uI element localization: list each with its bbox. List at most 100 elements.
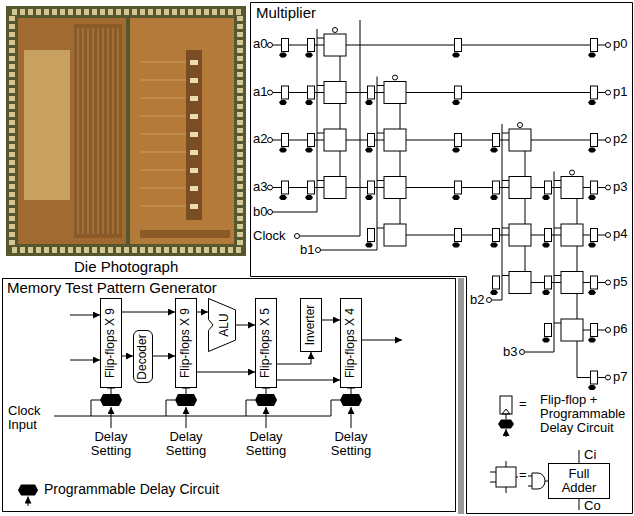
signal-name: Delay Setting [86, 430, 136, 459]
bond-pad [237, 232, 243, 237]
delay-circuit-symbol [588, 195, 596, 200]
output-arrow [362, 340, 402, 341]
bond-pad [196, 9, 201, 15]
bond-pad [28, 9, 33, 15]
flip-flop-symbol [368, 134, 375, 147]
bond-pad [108, 247, 113, 253]
node-label: Decoder [136, 334, 149, 379]
delay-circuit-symbol [490, 195, 498, 200]
bond-pad [9, 48, 15, 53]
flip-flop-symbol [591, 39, 598, 52]
bond-pad [140, 9, 145, 15]
pin-circle [520, 350, 525, 355]
signal-name: Clock Input [8, 404, 50, 433]
bond-pad [124, 9, 129, 15]
flip-flop-symbol [368, 229, 375, 242]
delay-arrow [186, 407, 187, 428]
flip-flop-symbol [545, 229, 552, 242]
b-stub [317, 85, 324, 86]
die-trace [108, 28, 109, 234]
b-stub [317, 38, 324, 39]
equals-sign: = [519, 397, 527, 411]
b-stub [554, 180, 561, 181]
bond-pad [60, 247, 65, 253]
flip-flop-symbol [455, 86, 462, 99]
signal-name: p1 [613, 85, 627, 99]
clock-branch [166, 400, 175, 416]
flip-flop-bank: Flip-flops X 5 [255, 298, 277, 388]
flip-flop-symbol [591, 86, 598, 99]
bond-pad [237, 40, 243, 45]
wire [528, 476, 532, 477]
bond-pad [180, 9, 185, 15]
pin-circle [606, 90, 611, 95]
signal-name: p3 [613, 180, 627, 194]
die-pad [190, 150, 198, 155]
flip-flop-symbol [545, 181, 552, 194]
port-tick [506, 487, 507, 493]
flip-flop-symbol [591, 276, 598, 289]
generator-panel: Memory Test Pattern GeneratorFlip-flops … [2, 278, 456, 512]
die-trace [140, 80, 186, 81]
alu-shape: ALU [208, 298, 236, 352]
signal-name: p0 [613, 37, 627, 51]
bond-pad [68, 9, 73, 15]
pin-circle [268, 90, 273, 95]
pin-circle [606, 233, 611, 238]
wire [506, 414, 507, 420]
flip-flop-symbol [282, 39, 289, 52]
bond-pad [164, 247, 169, 253]
bond-pad [237, 240, 243, 245]
die-trace [93, 28, 94, 234]
bond-pad [164, 9, 169, 15]
delay-circuit-symbol [542, 290, 550, 295]
bond-pad [237, 176, 243, 181]
bond-pad [9, 192, 15, 197]
flip-flop-symbol [455, 39, 462, 52]
flip-flop-symbol [308, 86, 315, 99]
delay-circuit-symbol [340, 394, 362, 406]
wire [111, 388, 112, 394]
delay-circuit-symbol [542, 243, 550, 248]
die-trace [98, 28, 99, 234]
bond-pad [132, 9, 137, 15]
die-trace [140, 170, 186, 171]
bond-pad [212, 9, 217, 15]
signal-name: p5 [613, 275, 627, 289]
bond-pad [9, 216, 15, 221]
carry-wire [525, 246, 526, 272]
wire [528, 486, 532, 487]
bond-pad [36, 9, 41, 15]
bond-pad [237, 48, 243, 53]
pin-circle [606, 138, 611, 143]
connector [277, 352, 311, 364]
delay-circuit-symbol [588, 148, 596, 153]
node-label: ALU [218, 313, 231, 336]
bond-pad [9, 80, 15, 85]
bond-pad [76, 247, 81, 253]
adder-cell [509, 177, 531, 199]
bond-pad [9, 136, 15, 141]
bond-pad [204, 9, 209, 15]
flip-flop-symbol [308, 181, 315, 194]
bond-pad [9, 144, 15, 149]
bond-pad [68, 247, 73, 253]
bond-pad [36, 247, 41, 253]
decoder-box: Decoder [133, 330, 153, 383]
alu-outline [209, 299, 236, 352]
die-trace [140, 152, 186, 153]
multiplier-panel: MultiplierFull Adder [250, 2, 633, 514]
signal-name: b0 [253, 205, 267, 219]
signal-name: b2 [470, 293, 484, 307]
flip-flop-symbol [545, 276, 552, 289]
delay-circuit-symbol [365, 148, 373, 153]
bond-pad [44, 9, 49, 15]
bond-pad [9, 24, 15, 29]
flip-flop-symbol [591, 229, 598, 242]
delay-circuit-symbol [490, 243, 498, 248]
bond-pad [9, 40, 15, 45]
bond-pad [237, 88, 243, 93]
connector [122, 312, 175, 313]
equals-sign: = [519, 468, 527, 482]
die-pad [190, 114, 198, 119]
